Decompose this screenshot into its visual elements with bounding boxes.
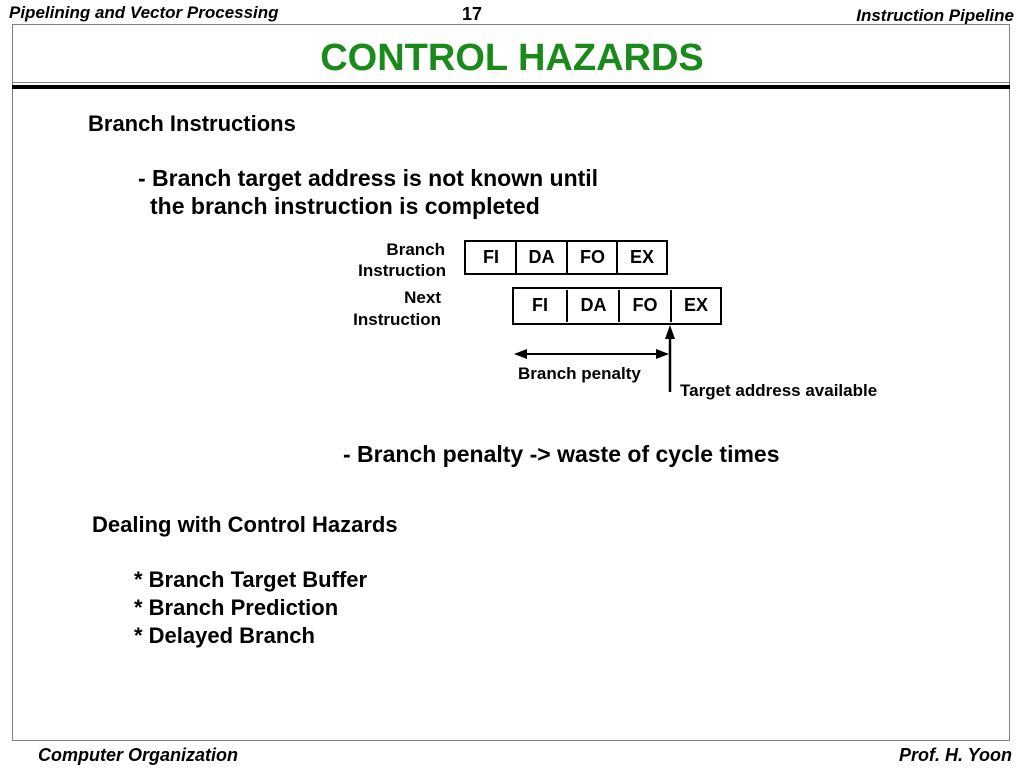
branch-penalty-label: Branch penalty [518,364,641,383]
technique-delayed-branch: * Delayed Branch [134,623,315,648]
penalty-arrow-right-head [656,349,669,359]
technique-branch-prediction: * Branch Prediction [134,595,339,620]
branch-instruction-pipeline: FI DA FO EX [464,240,668,275]
frame-right-border [1009,24,1010,740]
row2-label-line1: Next [404,288,441,307]
branch-penalty-note: - Branch penalty -> waste of cycle times [343,441,780,467]
technique-branch-target-buffer: * Branch Target Buffer [134,567,368,592]
footer-course-name: Computer Organization [38,745,239,765]
frame-left-border [12,24,13,740]
row1-stage-fi: FI [483,247,499,267]
row1-label-line1: Branch [386,240,445,259]
next-instruction-pipeline: FI DA FO EX [512,287,722,325]
row1-stage-ex: EX [616,242,666,274]
branch-target-note-line1: - Branch target address is not known unt… [138,165,599,191]
slide-title: CONTROL HAZARDS [320,37,704,79]
row1-stage-da: DA [515,242,566,274]
header-topic: Instruction Pipeline [856,6,1014,25]
header-course-title: Pipelining and Vector Processing [9,3,279,22]
row2-stage-ex: EX [670,290,720,322]
row2-stage-fo: FO [618,290,670,322]
title-thin-rule [12,82,1010,83]
row1-label-line2: Instruction [358,261,446,280]
branch-target-note-line2: the branch instruction is completed [150,193,540,219]
frame-top-border [12,24,1010,25]
footer-author: Prof. H. Yoon [898,745,1012,765]
row2-label-line2: Instruction [353,310,441,329]
branch-instructions-heading: Branch Instructions [88,111,296,136]
row1-stage-fo: FO [566,242,617,274]
title-heavy-rule [12,85,1010,89]
row2-stage-fi: FI [532,295,548,315]
row2-stage-da: DA [566,290,619,322]
target-arrow-head [665,325,675,339]
frame-bottom-border [12,740,1010,741]
dealing-with-control-hazards-heading: Dealing with Control Hazards [92,512,398,537]
penalty-arrow-left-head [514,349,527,359]
target-address-label: Target address available [680,381,878,400]
page-number: 17 [462,4,483,24]
